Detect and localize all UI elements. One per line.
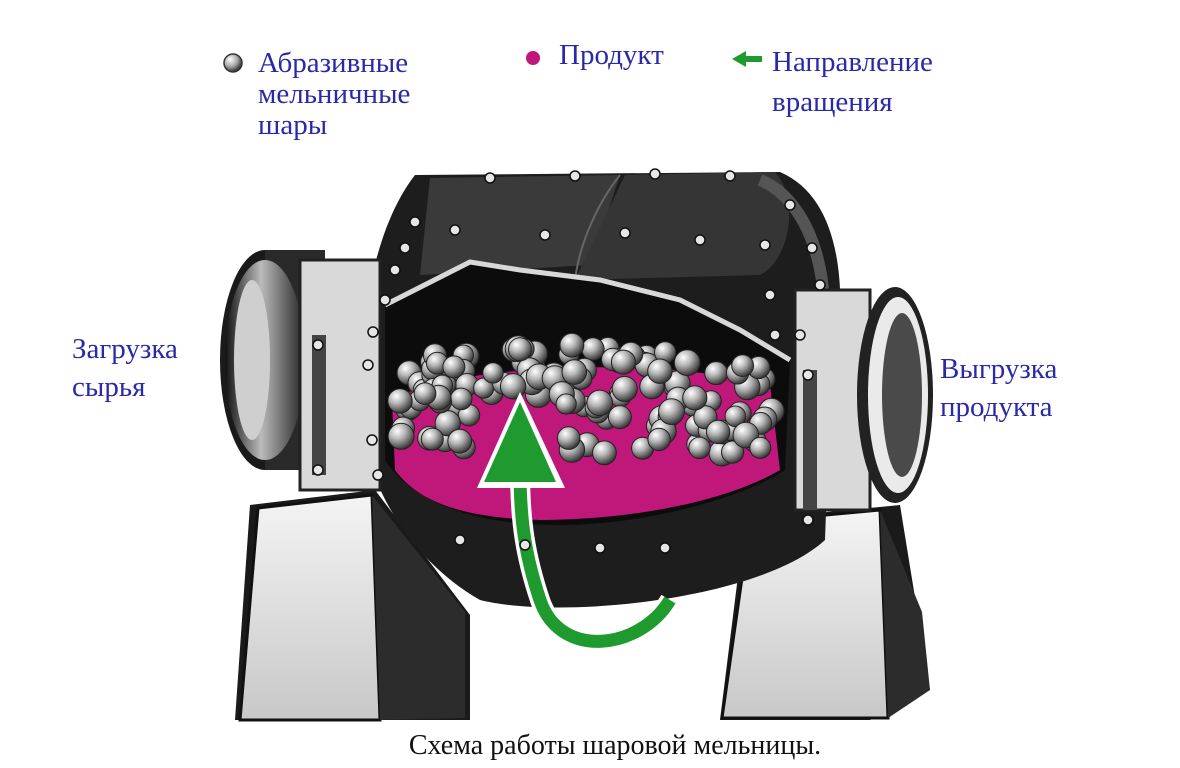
bolt [802,369,814,381]
grinding-ball [749,436,772,459]
legend-balls: Абразивные мельничные шары [222,48,458,141]
bolt [312,464,324,476]
grinding-ball [731,354,754,378]
grinding-ball [559,332,585,358]
grinding-ball [682,385,708,411]
bolt [367,326,379,338]
grinding-ball [586,389,614,417]
grinding-ball [442,355,466,379]
figure-caption: Схема работы шаровой мельницы. [408,730,822,761]
bolt [379,294,391,306]
grinding-ball [499,373,527,400]
grinding-ball [413,382,437,406]
bolt [794,329,806,341]
bolt [389,264,401,276]
grinding-ball [647,358,673,384]
bolt [539,229,551,241]
ball-marker-icon [223,53,243,73]
bolt [694,234,706,246]
legend-product-label: Продукт [559,39,664,71]
bolt [372,469,384,481]
grinding-ball [555,393,577,415]
bolt [312,339,324,351]
legend-product: Продукт [525,40,664,71]
left-stand [235,490,470,722]
bolt [659,542,671,554]
shell-bolts [312,168,826,554]
grinding-ball [658,398,685,426]
bolt [409,216,421,228]
grinding-ball [387,422,415,450]
bolt [649,168,661,180]
rotation-arrow-icon [732,51,762,67]
grinding-ball [561,359,588,385]
legend-rotation: Направление вращения [730,42,982,122]
discharge-trunnion [793,287,933,512]
legend-rotation-label: Направление вращения [772,46,933,118]
bolt [814,279,826,291]
grinding-balls [387,332,785,467]
grinding-ball [610,349,636,375]
bolt [449,224,461,236]
bolt [366,434,378,446]
bolt [619,227,631,239]
legend-balls-label: Абразивные мельничные шары [258,47,411,141]
grinding-ball [607,405,632,430]
label-unload: Выгрузка продукта [940,353,1058,423]
grinding-ball [387,388,413,414]
grinding-ball [688,436,711,459]
grinding-ball [705,419,731,445]
bolt [764,289,776,301]
grinding-ball [724,405,747,428]
bolt [802,514,814,526]
rotation-arrow [477,392,679,652]
bolt [724,170,736,182]
bolt [569,170,581,182]
grinding-ball [647,427,671,452]
grinding-ball [556,426,581,450]
bolt [519,539,531,551]
grinding-ball [673,349,701,377]
bolt [454,534,466,546]
label-load: Загрузка сырья [72,333,178,403]
product-marker-icon [526,51,540,65]
feed-flange [220,250,382,492]
grinding-ball [704,361,729,386]
bolt [769,329,781,341]
bolt [759,239,771,251]
grinding-ball [611,375,638,402]
grinding-ball [447,428,473,454]
grinding-ball [581,337,605,361]
grinding-ball [508,337,532,362]
bolt [362,359,374,371]
grinding-ball [721,440,745,464]
bolt [806,242,818,254]
bolt [784,199,796,211]
bolt [484,172,496,184]
grinding-ball [482,362,504,384]
grinding-ball [592,440,617,466]
bolt [594,542,606,554]
bolt [399,242,411,254]
grinding-ball [420,427,444,451]
